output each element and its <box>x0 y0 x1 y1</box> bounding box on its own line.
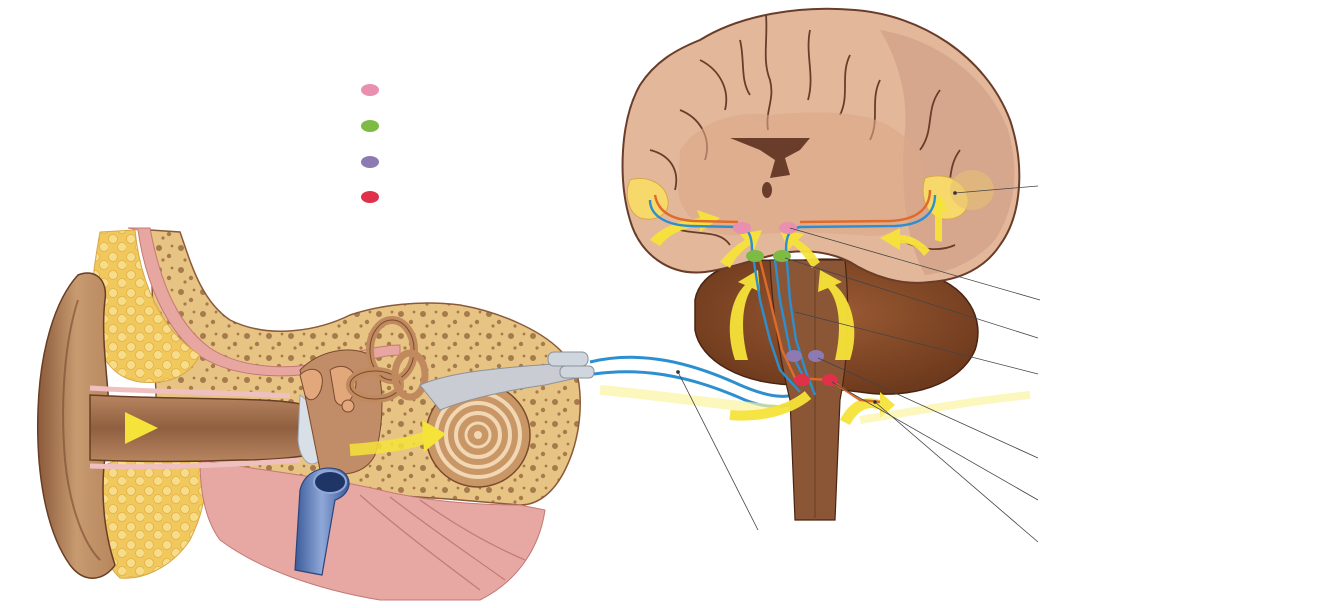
incoming-sound-glow <box>859 391 1031 424</box>
legend-red-dot <box>361 191 379 203</box>
auditory-cortex-halo <box>950 170 994 210</box>
auditory-cortex-left <box>626 177 669 220</box>
vessel-opening <box>313 470 347 494</box>
canal-wall-lower <box>89 457 301 470</box>
legend-pink-dot <box>361 84 379 96</box>
lateral-ventricles <box>730 138 810 178</box>
sound-glow-path <box>599 385 781 415</box>
leader-nerve-fibers <box>874 401 1039 543</box>
third-ventricle <box>762 182 772 198</box>
brain-coronal-section <box>621 7 1031 521</box>
muscle-stripes <box>359 494 526 591</box>
leader-lateral-lemniscus <box>794 311 1039 375</box>
leader-medial-geniculate <box>789 227 1041 301</box>
nerve-stump-bottom <box>559 365 595 379</box>
canal-wall-upper <box>89 385 291 399</box>
nerve-stump-top <box>547 351 589 367</box>
pinna-fold <box>62 299 101 561</box>
superior-olive-right <box>808 350 824 362</box>
inner-cortex <box>678 112 926 236</box>
inferior-colliculus-right <box>773 250 791 262</box>
blood-vessel <box>294 467 350 576</box>
superior-olive-left <box>786 350 802 362</box>
leader-superior-olive <box>817 357 1039 459</box>
leader-lines <box>676 185 1041 543</box>
sound-arrow-outer-head <box>125 412 158 444</box>
legend <box>361 84 379 203</box>
legend-purple-dot <box>361 156 379 168</box>
leader-vestibulocochlear-nerve <box>677 371 759 531</box>
ossicles <box>299 365 357 413</box>
leader-cochlear-nucleus <box>831 381 1039 501</box>
medial-geniculate-right <box>779 222 797 234</box>
ear-cross-section <box>0 227 595 601</box>
leader-auditory-cortex <box>954 185 1039 194</box>
leader-inferior-colliculus <box>784 257 1039 339</box>
inferior-colliculus-left <box>746 250 764 262</box>
medial-geniculate-left <box>733 222 751 234</box>
legend-green-dot <box>361 120 379 132</box>
semicircular-canals <box>346 316 429 403</box>
sound-arrow-inner-head <box>422 420 446 452</box>
nuclei <box>733 222 838 386</box>
cochlear-nucleus-left <box>794 374 810 386</box>
